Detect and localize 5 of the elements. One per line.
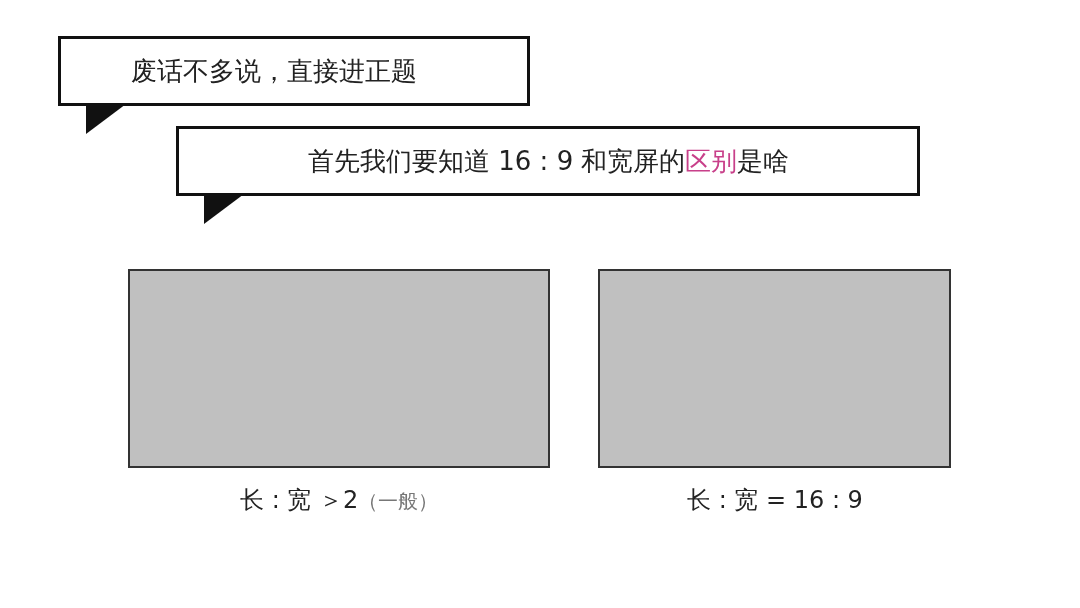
node-label: 长 : 宽 ＞2: [240, 486, 359, 514]
node-label: 长 : 宽 = 16 : 9: [687, 486, 863, 514]
bubble-text: 首先我们要知道 16 : 9 和宽屏的区别是啥: [308, 145, 790, 178]
bubble-text: 废话不多说，直接进正题: [131, 55, 417, 88]
node-label-note: （一般）: [358, 489, 439, 513]
